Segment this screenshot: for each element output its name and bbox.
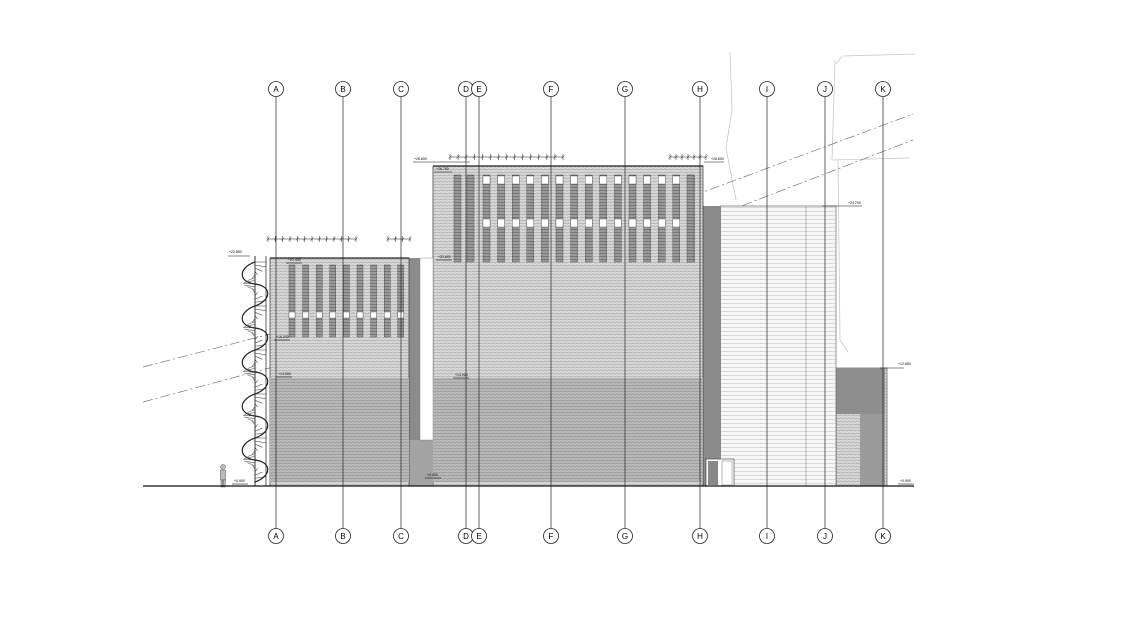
svg-text:+21.400: +21.400: [288, 258, 301, 262]
grid-bubble-b-top: B: [335, 81, 351, 97]
grid-bubble-e-top: E: [471, 81, 487, 97]
level-annex: +12.850: [880, 362, 911, 369]
level-left-mid-2: +13.000: [276, 372, 292, 378]
annex-dark-panel: [836, 368, 885, 414]
grid-label-f: F: [549, 532, 554, 541]
grid-bubble-b-bottom: B: [335, 528, 351, 544]
grid-axis-f: FF: [543, 81, 559, 544]
grid-bubble-h-bottom: H: [692, 528, 708, 544]
grid-bubble-i-bottom: I: [759, 528, 775, 544]
grid-axis-g: GG: [617, 81, 633, 544]
grid-bubble-f-top: F: [543, 81, 559, 97]
grid-bubble-h-top: H: [692, 81, 708, 97]
grid-bubble-a-top: A: [268, 81, 284, 97]
level-ground-right: +0.900: [898, 479, 914, 485]
center-windows: [453, 174, 695, 263]
svg-text:+26.750: +26.750: [436, 167, 449, 171]
grid-label-g: G: [622, 532, 628, 541]
grid-label-j: J: [823, 532, 827, 541]
center-block-lower: [433, 378, 703, 482]
svg-text:+26.600: +26.600: [711, 157, 724, 161]
passage-opening: [409, 440, 433, 486]
level-ground-left: +0.900: [232, 479, 248, 485]
grid-bubble-k-top: K: [875, 81, 891, 97]
grid-bubble-c-top: C: [393, 81, 409, 97]
grid-label-i: I: [766, 532, 768, 541]
grid-label-b: B: [340, 532, 345, 541]
grid-axis-c: CC: [393, 81, 409, 544]
svg-text:+12.850: +12.850: [898, 362, 911, 366]
left-windows: [288, 264, 404, 338]
grid-label-d: D: [463, 532, 469, 541]
svg-text:+13.000: +13.000: [455, 373, 468, 377]
grid-axis-e: EE: [471, 81, 487, 544]
grid-label-k: K: [880, 532, 886, 541]
grid-axis-b: BB: [335, 81, 351, 544]
spiral-stair: [241, 256, 269, 486]
grid-label-e: E: [476, 532, 481, 541]
level-left-top: +21.400: [286, 258, 302, 264]
svg-text:+24.700: +24.700: [848, 201, 861, 205]
grid-bubble-k-bottom: K: [875, 528, 891, 544]
entrance-door-right: [721, 460, 733, 486]
left-block-lower: [270, 378, 409, 482]
grid-label-h: H: [697, 532, 703, 541]
svg-text:+4.400: +4.400: [427, 473, 438, 477]
grid-label-g: G: [622, 85, 628, 94]
svg-text:+26.600: +26.600: [414, 157, 427, 161]
svg-text:+0.900: +0.900: [234, 479, 245, 483]
background-context-lines: [725, 51, 916, 353]
svg-text:+22.600: +22.600: [438, 255, 451, 259]
grid-bubble-g-bottom: G: [617, 528, 633, 544]
grid-label-k: K: [880, 85, 886, 94]
level-roof-center: +26.600: [413, 157, 470, 163]
grid-bubble-i-top: I: [759, 81, 775, 97]
svg-text:+22.850: +22.850: [229, 250, 242, 254]
dark-connector: [703, 206, 721, 486]
level-stair-top: +22.850: [228, 250, 250, 257]
annex-lower-panel: [860, 414, 885, 486]
entrance-door-left: [708, 461, 718, 485]
grid-label-d: D: [463, 85, 469, 94]
grid-bubble-f-bottom: F: [543, 528, 559, 544]
grid-label-h: H: [697, 85, 703, 94]
right-hall-siding: [719, 205, 837, 487]
grid-label-c: C: [398, 85, 404, 94]
grid-bubble-j-top: J: [817, 81, 833, 97]
grid-axis-k: KK: [875, 81, 891, 544]
grid-bubble-g-top: G: [617, 81, 633, 97]
level-roof-right: +26.600: [704, 157, 724, 163]
grid-axis-h: HH: [692, 81, 708, 544]
grid-label-b: B: [340, 85, 345, 94]
grid-label-f: F: [549, 85, 554, 94]
svg-text:+16.000: +16.000: [276, 335, 289, 339]
level-left-mid-1: +16.000: [274, 335, 290, 341]
grid-label-c: C: [398, 532, 404, 541]
grid-bubble-a-bottom: A: [268, 528, 284, 544]
grid-bubble-c-bottom: C: [393, 528, 409, 544]
human-scale-figure: [220, 464, 226, 488]
level-center-mid-1: +22.600: [436, 255, 452, 261]
grid-label-j: J: [823, 85, 827, 94]
grid-label-a: A: [273, 532, 279, 541]
dimension-chains: [266, 154, 708, 242]
level-passage: +4.400: [425, 473, 441, 479]
grid-bubble-e-bottom: E: [471, 528, 487, 544]
grid-axis-j: JJ: [817, 81, 833, 544]
level-parapet-center: +26.750: [434, 167, 452, 173]
grid-axis-i: II: [759, 81, 775, 544]
level-markers: +22.850 +21.400 +16.000 +13.000 +26.600 …: [228, 157, 914, 485]
svg-text:+0.900: +0.900: [900, 479, 911, 483]
grid-label-i: I: [766, 85, 768, 94]
grid-axis-a: AA: [268, 81, 284, 544]
level-right-low: +24.700: [822, 201, 862, 207]
grid-label-a: A: [273, 85, 279, 94]
grid-label-e: E: [476, 85, 481, 94]
grid-bubble-j-bottom: J: [817, 528, 833, 544]
svg-text:+13.000: +13.000: [278, 372, 291, 376]
passage-light: [419, 257, 434, 441]
